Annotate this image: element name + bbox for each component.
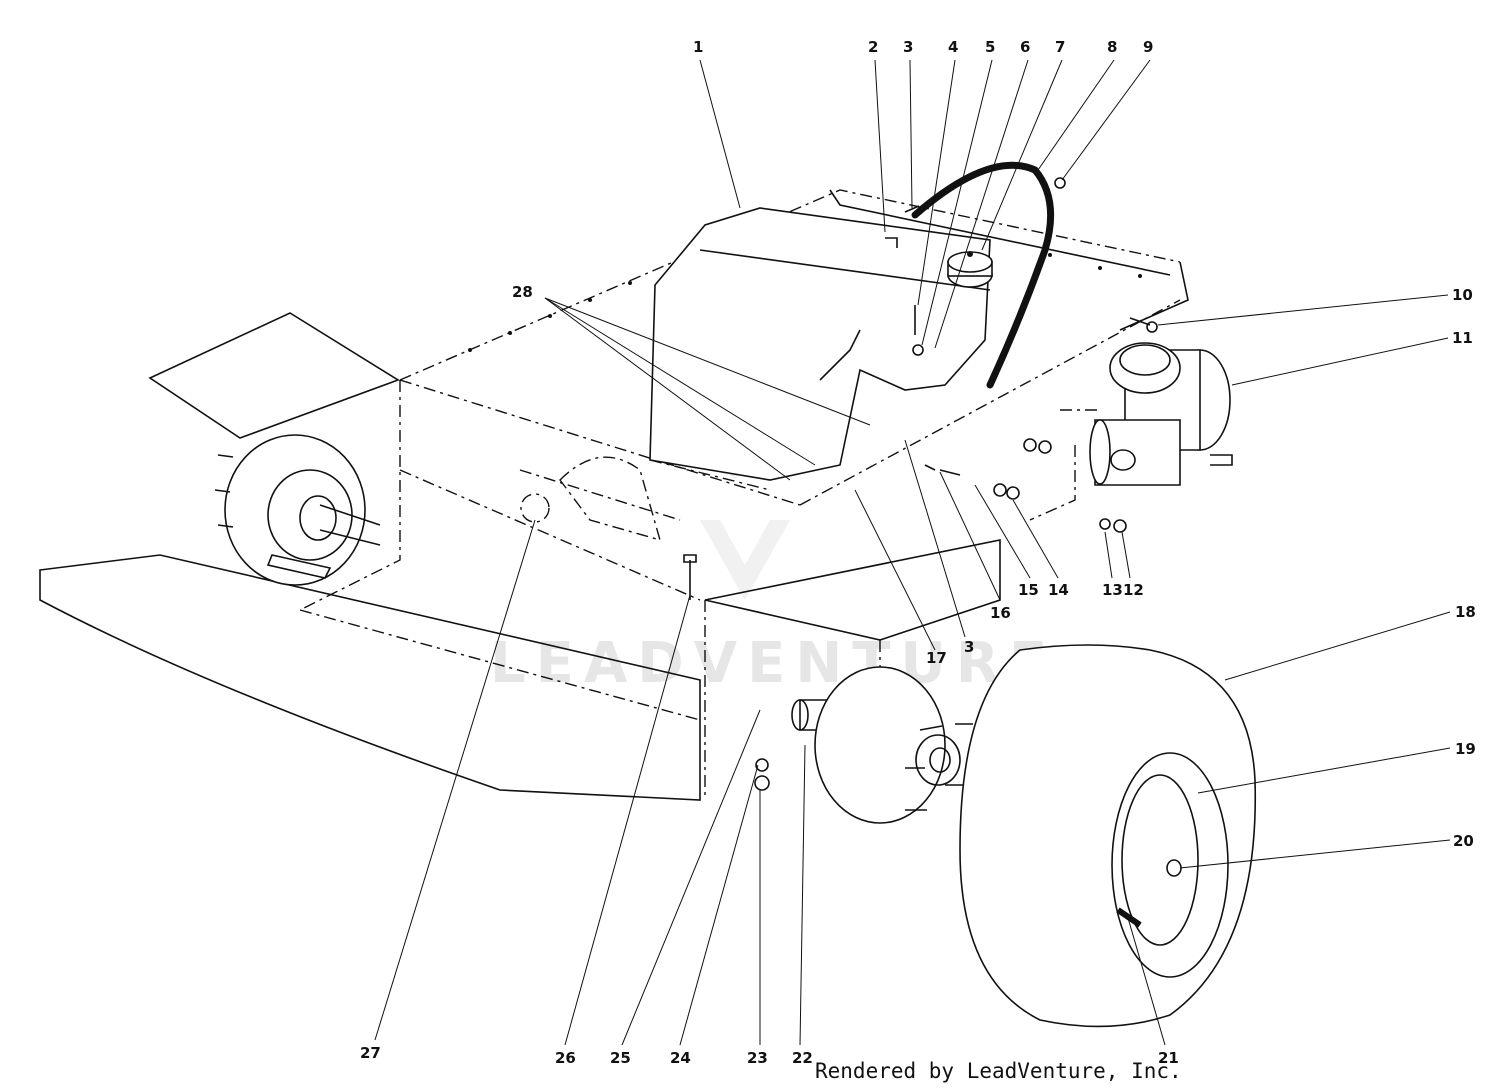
rear-axle-hub (791, 666, 973, 824)
callout-21: 21 (1158, 1049, 1179, 1067)
air-cleaner (1089, 342, 1233, 486)
callout-20: 20 (1453, 832, 1474, 850)
fuel-hose (911, 161, 1055, 389)
callout-6: 6 (1020, 38, 1030, 56)
watermark: LEADVENTURE (490, 445, 1057, 696)
rear-tire (959, 644, 1257, 1028)
callout-13: 13 (1102, 581, 1123, 599)
callout-11: 11 (1452, 329, 1473, 347)
callout-9: 9 (1143, 38, 1153, 56)
callout-4: 4 (948, 38, 958, 56)
credit-text: Rendered by LeadVenture, Inc. (815, 1059, 1182, 1083)
chassis-drawing (39, 161, 1257, 1028)
callout-1: 1 (693, 38, 703, 56)
callout-labels: 1 2 3 4 5 6 7 8 9 10 11 12 13 14 15 16 1… (360, 38, 1476, 1067)
callout-17: 17 (926, 649, 947, 667)
callout-15: 15 (1018, 581, 1039, 599)
callout-3: 3 (903, 38, 913, 56)
callout-10: 10 (1452, 286, 1473, 304)
callout-23: 23 (747, 1049, 768, 1067)
callout-14: 14 (1048, 581, 1069, 599)
callout-7: 7 (1055, 38, 1065, 56)
watermark-text: LEADVENTURE (490, 631, 1057, 696)
callout-3b: 3 (964, 638, 974, 656)
fuel-tank (649, 207, 991, 491)
callout-28: 28 (512, 283, 533, 301)
callout-2: 2 (868, 38, 878, 56)
callout-26: 26 (555, 1049, 576, 1067)
filler-cap (947, 251, 993, 288)
callout-5: 5 (985, 38, 995, 56)
callout-12: 12 (1123, 581, 1144, 599)
callout-24: 24 (670, 1049, 691, 1067)
rail-holes (468, 253, 1142, 352)
callout-8: 8 (1107, 38, 1117, 56)
callout-16: 16 (990, 604, 1011, 622)
callout-19: 19 (1455, 740, 1476, 758)
hardware-fasteners (683, 177, 1158, 791)
callout-25: 25 (610, 1049, 631, 1067)
callout-22: 22 (792, 1049, 813, 1067)
leader-lines (374, 59, 1451, 1046)
front-wheel (214, 434, 381, 586)
callout-18: 18 (1455, 603, 1476, 621)
callout-27: 27 (360, 1044, 381, 1062)
